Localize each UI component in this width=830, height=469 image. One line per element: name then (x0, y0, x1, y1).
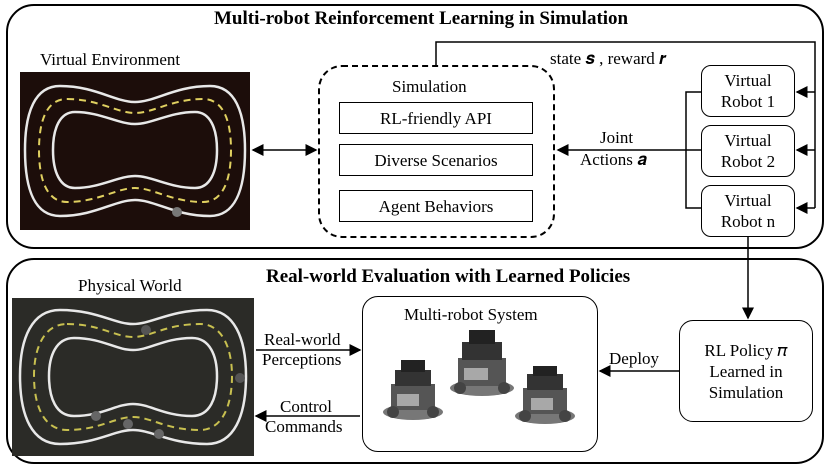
sim-item-rl-api: RL-friendly API (339, 102, 533, 134)
multi-robot-system-box (362, 296, 598, 452)
virtual-track-svg (20, 72, 250, 230)
rl-policy-line2: Learned in (709, 361, 783, 381)
virtual-robot-n-line1: Virtual (724, 191, 772, 210)
commands-label-line2: Commands (265, 417, 343, 436)
rl-policy-box: RL Policy 𝜋 Learned in Simulation (679, 320, 813, 422)
simulation-panel (6, 4, 824, 249)
virtual-robot-n-line2: Robot n (720, 212, 776, 231)
physical-track-svg (12, 298, 254, 456)
simulation-box-title: Simulation (392, 77, 467, 96)
robot-illustration-1 (383, 360, 443, 420)
sim-item-agent-behaviors: Agent Behaviors (339, 190, 533, 222)
real-world-panel-title: Real-world Evaluation with Learned Polic… (266, 266, 631, 287)
virtual-robot-1-line2: Robot 1 (720, 92, 776, 111)
robot-illustration-3 (515, 366, 575, 424)
real-world-panel (6, 258, 824, 464)
joint-actions-label-line2: Actions 𝒂 (580, 150, 647, 169)
rl-policy-line1: RL Policy 𝜋 (704, 340, 788, 360)
virtual-robot-1-line1: Virtual (724, 71, 772, 90)
virtual-environment-image (20, 72, 250, 230)
state-reward-path (435, 41, 816, 208)
perceptions-label-line2: Perceptions (262, 350, 342, 369)
rl-policy-line3: Simulation (708, 382, 784, 402)
virtual-robot-2-line2: Robot 2 (720, 152, 776, 171)
simulation-box (318, 65, 555, 238)
perceptions-label-line1: Real-world (264, 330, 341, 349)
sim-item-diverse-scenarios: Diverse Scenarios (339, 144, 533, 176)
physical-world-image (12, 298, 254, 456)
physical-world-label: Physical World (78, 276, 182, 295)
virtual-robot-n: Virtual Robot n (701, 185, 795, 237)
state-reward-label: state 𝒔 , reward 𝒓 (550, 49, 667, 68)
virtual-robot-2-line1: Virtual (724, 131, 772, 150)
deploy-label: Deploy (609, 349, 660, 368)
virtual-robot-1: Virtual Robot 1 (701, 65, 795, 117)
commands-label-line1: Control (280, 397, 332, 416)
virtual-environment-label: Virtual Environment (40, 50, 181, 69)
joint-actions-label-line1: Joint (600, 128, 634, 147)
virtual-robot-2: Virtual Robot 2 (701, 125, 795, 177)
multi-robot-system-title: Multi-robot System (404, 305, 538, 324)
robot-illustration-2 (450, 330, 514, 396)
simulation-panel-title: Multi-robot Reinforcement Learning in Si… (214, 8, 629, 29)
